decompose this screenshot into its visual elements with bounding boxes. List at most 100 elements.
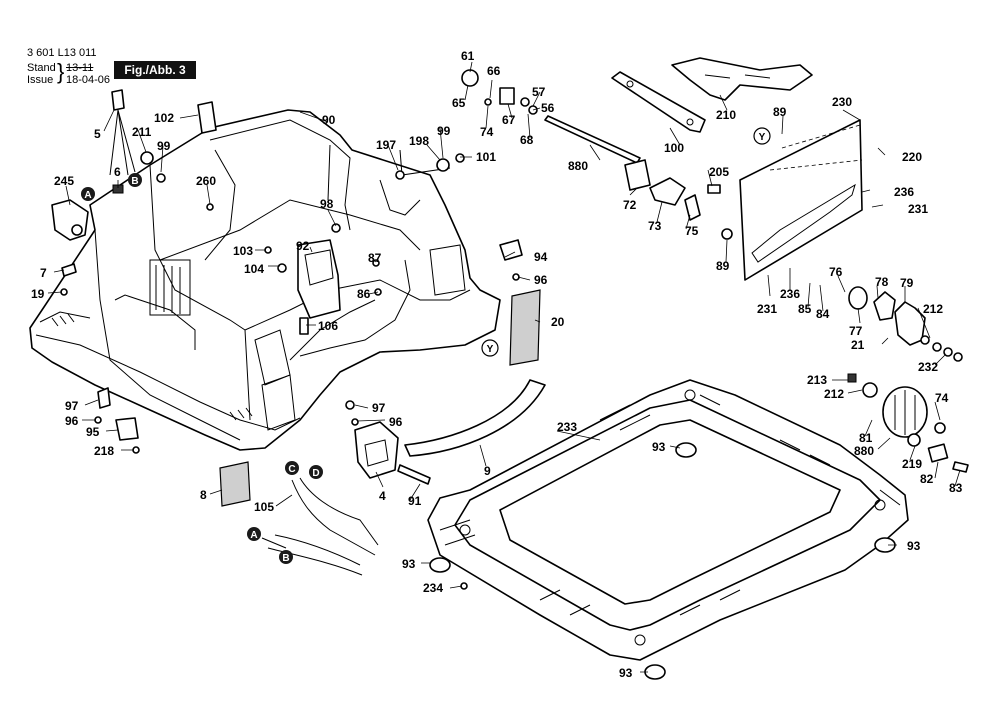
marker-c-icon: C (285, 461, 299, 475)
reference-markers: A B Y Y C D A B (81, 127, 771, 564)
part-label: 56 (541, 101, 555, 115)
part-label: 100 (664, 141, 684, 155)
part-label: 212 (923, 302, 943, 316)
figure-label: Fig./Abb. 3 (114, 61, 196, 79)
svg-text:B: B (131, 176, 138, 187)
part-label: 89 (716, 259, 730, 273)
base-frame (427, 379, 909, 661)
part-label: 66 (487, 64, 501, 78)
svg-text:A: A (84, 190, 91, 201)
part-label: 89 (773, 105, 787, 119)
part-label: 90 (322, 113, 336, 127)
blade-guard-arm (671, 57, 813, 101)
part-label: 79 (900, 276, 914, 290)
brace-icon: } (57, 59, 65, 84)
part-label: 68 (520, 133, 534, 147)
part-label: 96 (65, 414, 79, 428)
part-label: 234 (423, 581, 443, 595)
marker-b-icon: B (128, 173, 142, 187)
part-label: 213 (807, 373, 827, 387)
part-label: 95 (86, 425, 100, 439)
part-label: 21 (851, 338, 865, 352)
part-labels: 61 65 66 74 67 57 56 68 880 90 102 5 211… (31, 49, 963, 680)
part-label: 197 (376, 138, 396, 152)
part-label: 74 (480, 125, 494, 139)
part-label: 232 (918, 360, 938, 374)
center-small-parts (219, 149, 541, 507)
svg-text:B: B (282, 553, 289, 564)
part-label: 880 (568, 159, 588, 173)
part-label: 231 (757, 302, 777, 316)
marker-y-icon: Y (481, 339, 499, 357)
part-label: 96 (534, 273, 548, 287)
part-label: 97 (65, 399, 79, 413)
stand-label: Stand (27, 62, 56, 74)
part-label: 220 (902, 150, 922, 164)
marker-b-icon: B (279, 550, 293, 564)
marker-d-icon: D (309, 465, 323, 479)
part-label: 93 (907, 539, 921, 553)
part-label: 198 (409, 134, 429, 148)
riving-bracket (739, 119, 863, 281)
feet (429, 442, 896, 680)
part-label: 104 (244, 262, 264, 276)
part-label: 98 (320, 197, 334, 211)
leader-lines (47, 61, 961, 673)
part-label: 73 (648, 219, 662, 233)
part-label: 105 (254, 500, 274, 514)
part-label: 219 (902, 457, 922, 471)
part-label: 61 (461, 49, 475, 63)
part-label: 83 (949, 481, 963, 495)
part-label: 75 (685, 224, 699, 238)
marker-a-icon: A (247, 527, 261, 541)
part-label: 230 (832, 95, 852, 109)
part-label: 211 (132, 125, 152, 139)
cable-set (261, 477, 379, 576)
part-label: 93 (652, 440, 666, 454)
part-label: 236 (780, 287, 800, 301)
part-label: 57 (532, 85, 546, 99)
part-label: 93 (619, 666, 633, 680)
part-label: 5 (94, 127, 101, 141)
svg-text:A: A (250, 530, 257, 541)
part-label: 7 (40, 266, 47, 280)
marker-a-icon: A (81, 187, 95, 201)
issue-value: 18-04-06 (66, 74, 111, 86)
part-label: 77 (849, 324, 863, 338)
part-label: 94 (534, 250, 548, 264)
svg-text:Y: Y (759, 132, 766, 143)
part-label: 8 (200, 488, 207, 502)
part-label: 102 (154, 111, 174, 125)
part-label: 880 (854, 444, 874, 458)
part-label: 72 (623, 198, 637, 212)
part-label: 4 (379, 489, 386, 503)
part-label: 92 (296, 239, 310, 253)
part-label: 19 (31, 287, 45, 301)
part-label: 236 (894, 185, 914, 199)
part-label: 233 (557, 420, 577, 434)
part-label: 96 (389, 415, 403, 429)
doc-number: 3 601 L13 011 (27, 47, 97, 59)
part-label: 74 (935, 391, 949, 405)
marker-y-icon: Y (753, 127, 771, 145)
part-label: 218 (94, 444, 114, 458)
part-label: 260 (196, 174, 216, 188)
part-label: 97 (372, 401, 386, 415)
svg-text:D: D (312, 468, 319, 479)
part-label: 78 (875, 275, 889, 289)
curved-strip-9 (404, 379, 546, 457)
svg-text:Y: Y (487, 344, 494, 355)
part-label: 76 (829, 265, 843, 279)
part-label: 245 (54, 174, 74, 188)
part-label: 101 (476, 150, 496, 164)
part-label: 82 (920, 472, 934, 486)
part-label: 99 (437, 124, 451, 138)
part-label: 106 (318, 319, 338, 333)
part-label: 84 (816, 307, 830, 321)
stand-value: 13-11 (66, 62, 94, 74)
part-label: 81 (859, 431, 873, 445)
part-label: 6 (114, 165, 121, 179)
part-label: 91 (408, 494, 422, 508)
part-label: 67 (502, 113, 516, 127)
